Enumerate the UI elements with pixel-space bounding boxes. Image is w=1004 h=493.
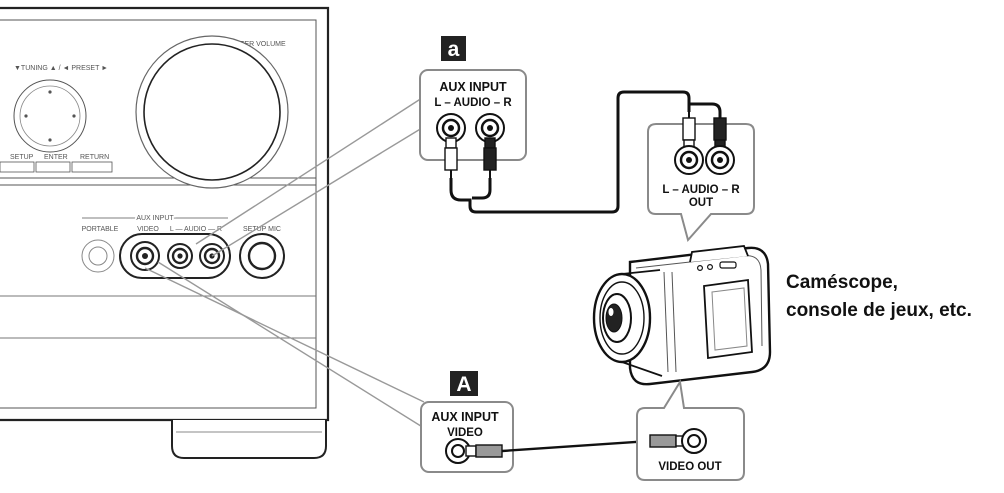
callout-line-audio <box>211 127 423 257</box>
enter-button-label: ENTER <box>44 154 68 161</box>
audio-cable-r <box>689 102 722 118</box>
portable-label: PORTABLE <box>82 226 119 233</box>
device-label-line2: console de jeux, etc. <box>786 300 972 321</box>
audio-out-r-jack <box>705 145 735 175</box>
badge-a <box>441 36 466 61</box>
dial-dot <box>24 114 28 118</box>
video-in-plug <box>465 444 503 458</box>
aux-input-audio-subtitle: L – AUDIO – R <box>434 97 512 109</box>
audio-out-box <box>647 123 755 243</box>
audio-in-l-plug <box>444 137 458 178</box>
video-cable <box>501 439 651 453</box>
callout-line-video <box>144 267 425 403</box>
enter-button <box>35 161 71 173</box>
audio-in-l-jack <box>436 113 466 143</box>
audio-out-l-plug <box>682 112 696 151</box>
audio-jacks-label: L — AUDIO — R <box>170 226 222 233</box>
return-button-label: RETURN <box>80 154 109 161</box>
device-label-line1: Caméscope, <box>786 272 898 293</box>
video-input-callout: A AUX INPUT VIDEO <box>420 371 514 473</box>
aux-input-video-title: AUX INPUT <box>431 410 499 424</box>
audio-cable-l <box>449 90 691 214</box>
dial-dot <box>48 138 52 142</box>
front-buttons: SETUP ENTER RETURN <box>0 154 113 173</box>
return-button <box>71 161 113 173</box>
badge-A-label: A <box>456 373 471 396</box>
setup-button-label: SETUP <box>10 154 34 161</box>
master-volume-knob-inner <box>143 43 281 181</box>
badge-A <box>450 371 478 396</box>
receiver-foot <box>171 420 327 459</box>
badge-a-label: a <box>448 38 460 61</box>
aux-input-group-label: AUX INPUT <box>136 215 174 222</box>
audio-in-r-jack <box>475 113 505 143</box>
aux-input-video-subtitle: VIDEO <box>447 427 483 439</box>
video-out-plug <box>649 434 687 448</box>
callout-pointers <box>144 97 425 429</box>
portable-jack-inner <box>88 246 108 266</box>
setup-mic-jack <box>239 233 285 279</box>
audio-out-sublabel: OUT <box>689 197 713 209</box>
audio-out-label: L – AUDIO – R <box>662 184 740 196</box>
tuning-preset-label: ▼TUNING ▲ / ◄ PRESET ► <box>14 65 108 72</box>
audio-l-jack <box>167 243 193 269</box>
video-jack <box>130 241 160 271</box>
tuning-dial-inner <box>19 85 81 147</box>
video-out-jack <box>681 428 707 454</box>
callout-line-video <box>157 261 425 429</box>
aux-input-audio-title: AUX INPUT <box>439 80 507 94</box>
callout-line-audio <box>195 97 423 245</box>
audio-out-l-jack <box>674 145 704 175</box>
dial-dot <box>48 90 52 94</box>
device-audio-out-callout: L – AUDIO – R OUT <box>647 112 755 243</box>
camcorder-icon <box>592 245 772 386</box>
audio-input-callout: a AUX INPUT L – AUDIO – R <box>419 36 527 178</box>
video-out-label: VIDEO OUT <box>658 461 721 473</box>
av-receiver: MASTER VOLUME ▼TUNING ▲ / ◄ PRESET ► SET… <box>0 6 330 459</box>
device-video-out-callout: VIDEO OUT <box>636 379 745 481</box>
audio-in-r-plug <box>483 137 497 178</box>
master-volume-label: MASTER VOLUME <box>225 41 286 48</box>
receiver-inner-frame <box>0 19 317 409</box>
setup-mic-label: SETUP MIC <box>243 226 281 233</box>
setup-button <box>0 161 35 173</box>
dial-dot <box>72 114 76 118</box>
tuning-dial <box>13 79 87 153</box>
audio-out-r-plug <box>713 112 727 151</box>
video-jack-label: VIDEO <box>137 226 159 233</box>
audio-cable-r-join <box>472 178 492 200</box>
